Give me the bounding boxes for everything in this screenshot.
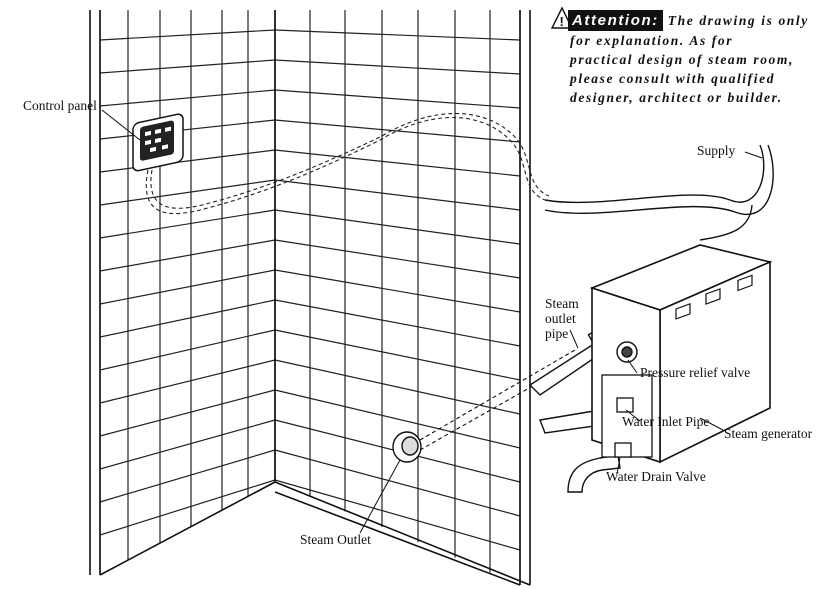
- tile-grout-line: [99, 89, 276, 107]
- supply-cable-2: [544, 144, 774, 215]
- pressure-relief-valve-device: [616, 341, 638, 363]
- label-steam-outlet-pipe-2: outlet: [545, 311, 576, 326]
- leader-lines: [101, 109, 763, 534]
- control-panel-device: [132, 113, 184, 172]
- tile-grout-line: [99, 239, 276, 272]
- tile-grout-line: [274, 89, 521, 109]
- attention-line-1: The drawing is only: [667, 13, 809, 28]
- attention-line-2: for explanation. As for: [570, 33, 734, 48]
- generator-vents: [675, 274, 753, 320]
- label-steam-outlet-pipe-3: pipe: [545, 326, 569, 341]
- warning-triangle-icon: !: [550, 6, 574, 29]
- tile-grout-line: [274, 359, 521, 415]
- tile-grout-line: [99, 449, 276, 503]
- attention-line-3: practical design of steam room,: [570, 52, 794, 67]
- tile-grout-line: [99, 479, 276, 536]
- tile-grout-line: [99, 29, 276, 41]
- tile-grout-line: [274, 479, 521, 551]
- tile-grout-line: [274, 209, 521, 245]
- tile-grout-line: [99, 269, 276, 305]
- label-pressure-relief-valve: Pressure relief valve: [640, 365, 751, 380]
- tile-grout-line: [274, 29, 521, 41]
- tile-grout-line: [99, 419, 276, 470]
- water-inlet-fitting: [616, 397, 634, 413]
- attention-line-4: please consult with qualified: [570, 71, 776, 86]
- tile-grout-line: [99, 179, 276, 206]
- right-tiled-wall: [274, 10, 521, 585]
- label-steam-generator: Steam generator: [724, 426, 813, 441]
- svg-text:!: !: [560, 14, 564, 29]
- tile-grout-line: [274, 329, 521, 381]
- tile-grout-line: [99, 209, 276, 239]
- tile-grout-line: [274, 389, 521, 449]
- label-water-drain-valve: Water Drain Valve: [606, 469, 706, 484]
- wall-frame: [89, 10, 531, 586]
- tile-grout-line: [274, 149, 521, 177]
- attention-badge: Attention:: [568, 10, 663, 31]
- tile-grout-line: [274, 299, 521, 347]
- supply-cable: [544, 144, 765, 204]
- label-supply: Supply: [697, 143, 736, 158]
- label-water-inlet-pipe: Water Inlet Pipe: [622, 414, 710, 429]
- water-drain-fitting: [614, 442, 632, 458]
- label-control-panel: Control panel: [23, 98, 97, 113]
- control-cable-dashed-2: [150, 113, 550, 209]
- tile-grout-line: [274, 449, 521, 517]
- tile-grout-line: [274, 269, 521, 313]
- label-steam-outlet: Steam Outlet: [300, 532, 371, 547]
- left-tiled-wall: [99, 10, 276, 575]
- label-steam-outlet-pipe-1: Steam: [545, 296, 579, 311]
- tile-grout-line: [274, 239, 521, 279]
- tile-grout-line: [274, 179, 521, 211]
- water-drain-pipe: [567, 454, 621, 493]
- tile-grout-line: [99, 149, 276, 173]
- tile-grout-line: [99, 119, 276, 140]
- attention-line-5: designer, architect or builder.: [570, 90, 783, 105]
- steam-outlet-nozzle: [392, 431, 422, 463]
- attention-note: Attention: The drawing is only for expla…: [548, 10, 838, 107]
- steam-pipe-hidden-1: [419, 349, 576, 441]
- supply-cable-3: [699, 204, 753, 241]
- tile-grout-line: [99, 389, 276, 437]
- tile-grout-line: [99, 329, 276, 371]
- tile-grout-line: [99, 359, 276, 404]
- tile-grout-line: [99, 59, 276, 74]
- control-cable-dashed: [145, 117, 546, 215]
- tile-grout-line: [99, 299, 276, 338]
- tile-grout-line: [274, 119, 521, 143]
- tile-grout-line: [274, 59, 521, 75]
